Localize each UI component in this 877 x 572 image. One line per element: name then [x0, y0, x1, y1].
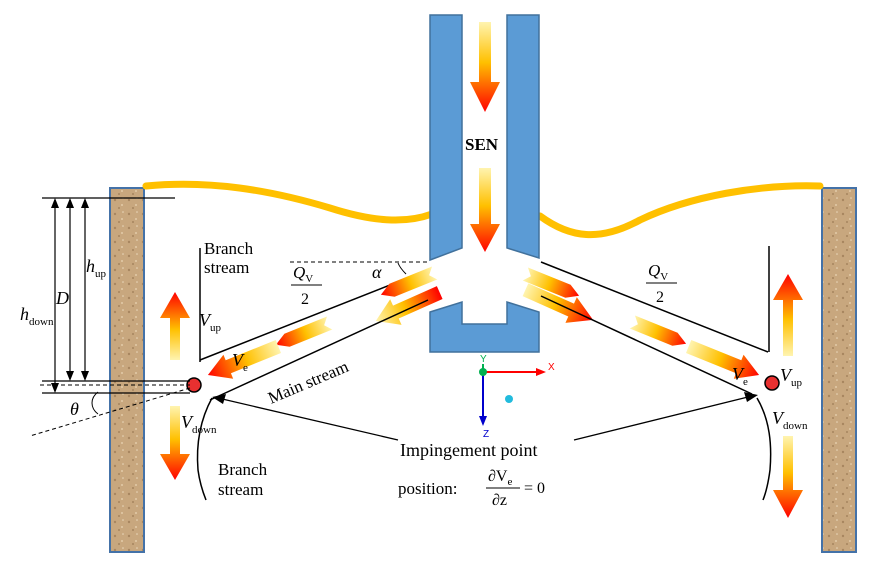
left-meniscus — [142, 180, 436, 224]
theta-arc — [91, 391, 99, 415]
left-lower-branch-curve — [196, 397, 213, 501]
right-meniscus — [536, 182, 824, 239]
dimension-arrowheads — [51, 198, 89, 393]
v-up-left-label: Vup — [199, 310, 222, 334]
y-axis-label: Y — [480, 354, 487, 365]
left-main-stream-arrow-2 — [275, 316, 333, 347]
v-up-right-label: Vup — [780, 365, 803, 389]
sen-downflow-arrow-bottom — [470, 168, 500, 252]
alpha-arc — [397, 262, 407, 275]
v-down-left-label: Vdown — [181, 412, 217, 436]
left-impingement-callout — [217, 397, 399, 441]
right-jet-upper-edge — [540, 261, 769, 353]
z-axis-label: Z — [483, 429, 489, 440]
left-flow-rate-fraction: QV 2 — [291, 263, 322, 308]
branch-stream-lower-line1: Branch — [218, 460, 268, 479]
svg-text:QV: QV — [293, 263, 313, 285]
impingement-position-label: position: — [398, 479, 458, 498]
sen-label: SEN — [465, 135, 499, 154]
main-stream-label: Main stream — [265, 357, 351, 408]
v-e-right-label: Ve — [732, 364, 748, 388]
right-flow-rate-fraction: QV 2 — [646, 261, 677, 306]
h-down-label: hdown — [20, 304, 54, 328]
svg-text:∂z: ∂z — [492, 492, 507, 509]
branch-stream-upper-line1: Branch — [204, 239, 254, 258]
right-mold-wall — [821, 187, 857, 553]
v-e-left-label: Ve — [232, 350, 248, 374]
right-main-stream-arrow-3 — [685, 340, 760, 379]
alpha-label: α — [372, 262, 382, 282]
right-jet-lower-edge — [540, 295, 753, 395]
d-label: D — [55, 288, 69, 308]
left-main-stream-arrow-1 — [380, 266, 438, 297]
svg-text:= 0: = 0 — [524, 480, 545, 497]
branch-stream-upper-line2: stream — [204, 258, 249, 277]
theta-label: θ — [70, 399, 79, 419]
branch-stream-lower-line2: stream — [218, 480, 263, 499]
right-callout-arrowhead — [744, 392, 758, 402]
svg-text:∂Ve: ∂Ve — [488, 468, 512, 488]
left-port-jet-arrow — [375, 286, 443, 325]
sen-downflow-arrow-top — [470, 22, 500, 112]
right-impingement-point — [764, 375, 780, 391]
left-upward-velocity-arrow — [160, 292, 190, 360]
svg-text:QV: QV — [648, 261, 668, 283]
right-main-stream-arrow-1 — [522, 267, 580, 298]
svg-text:2: 2 — [656, 289, 664, 306]
right-lower-branch-curve — [756, 397, 772, 501]
depth-dimension-lines — [42, 197, 190, 394]
coordinate-axes — [479, 364, 546, 426]
x-axis-label: X — [548, 362, 555, 373]
left-downward-velocity-arrow — [160, 406, 190, 480]
right-main-stream-arrow-2 — [629, 315, 687, 346]
sen-nozzle — [429, 14, 540, 353]
left-callout-arrowhead — [212, 394, 226, 404]
v-down-right-label: Vdown — [772, 408, 808, 432]
h-up-label: hup — [86, 256, 107, 280]
right-upward-velocity-arrow — [773, 274, 803, 356]
right-downward-velocity-arrow — [773, 436, 803, 518]
svg-text:2: 2 — [301, 291, 309, 308]
left-main-stream-arrow-3 — [207, 340, 282, 379]
impingement-equation: ∂Ve ∂z = 0 — [486, 468, 545, 509]
left-mold-wall — [109, 187, 145, 553]
impingement-title: Impingement point — [400, 440, 537, 460]
left-jet-lower-edge — [209, 299, 429, 401]
right-impingement-callout — [573, 395, 753, 441]
